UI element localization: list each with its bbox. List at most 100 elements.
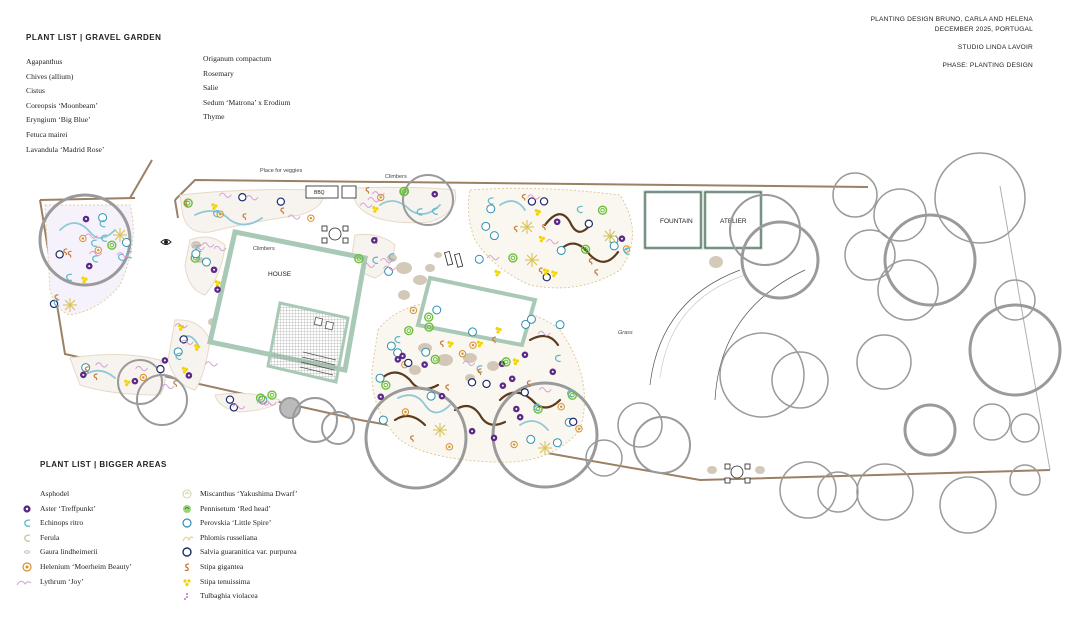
stipa-symbol <box>521 193 526 201</box>
lythrum-symbol <box>245 195 259 201</box>
perovskia-symbol <box>384 266 394 276</box>
dots-symbol <box>476 340 484 348</box>
climbers-house-label: Climbers <box>253 246 275 252</box>
dots-symbol <box>495 326 502 334</box>
dots-symbol <box>211 203 218 210</box>
echinops-icon <box>24 519 31 528</box>
list-item: Rosemary <box>203 68 234 78</box>
dots-symbol <box>124 379 131 387</box>
legend-label: Aster ‘Treffpunkt’ <box>40 503 96 513</box>
dots-symbol <box>194 344 201 351</box>
miscanthus-symbol <box>538 441 552 455</box>
echinops-symbol <box>487 197 494 205</box>
stipa-symbol <box>365 186 370 194</box>
plant-drifts <box>378 213 620 427</box>
pennisetum-icon <box>183 504 191 513</box>
pennisetum-symbol <box>533 404 543 414</box>
perovskia-symbol <box>468 327 478 337</box>
legend-label: Salvia guaranitica var. purpurea <box>200 547 297 557</box>
stipa-symbol <box>594 269 599 277</box>
list-item: Chives (allium) <box>26 71 74 81</box>
atelier-building <box>703 190 763 250</box>
helenium-symbol <box>79 234 87 243</box>
list-item: Origanum compactum <box>203 54 272 63</box>
salvia-symbol <box>539 197 549 206</box>
lythrum-symbol <box>174 323 188 329</box>
aster-symbol <box>490 434 498 442</box>
dots-symbol <box>538 235 545 243</box>
stipa-symbol <box>492 336 496 344</box>
pennisetum-symbol <box>267 390 277 400</box>
aster-symbol <box>431 190 439 198</box>
salvia-symbol <box>527 197 537 206</box>
title-block: PLANTING DESIGN BRUNO, CARLA AND HELENA … <box>871 15 1033 71</box>
lythrum-symbol <box>486 255 500 261</box>
aster-symbol <box>499 382 507 389</box>
legend-label: Stipa tenuissima <box>200 576 250 586</box>
salvia-symbol <box>156 364 165 374</box>
plant-symbols <box>49 186 631 455</box>
perovskia-symbol <box>521 319 531 329</box>
aster-symbol <box>377 393 385 401</box>
pennisetum-symbol <box>501 357 511 367</box>
echinops-symbol <box>388 252 395 261</box>
stipa-symbol <box>410 435 414 443</box>
perovskia-symbol <box>555 320 565 330</box>
lythrum-symbol <box>135 365 149 372</box>
perovskia-symbol <box>426 391 436 401</box>
echinops-symbol <box>91 239 97 247</box>
lythrum-symbol <box>192 245 205 251</box>
helenium-symbol <box>401 408 410 416</box>
salvia-symbol <box>238 193 247 202</box>
echinops-symbol <box>195 244 202 253</box>
pennisetum-symbol <box>508 253 518 263</box>
lythrum-symbol <box>367 197 381 203</box>
aster-symbol <box>513 405 520 413</box>
legend-label: Miscanthus ‘Yakushima Dwarf’ <box>200 489 298 498</box>
pennisetum-symbol <box>424 322 434 332</box>
swimming-pool <box>415 275 538 348</box>
aster-symbol <box>516 413 524 421</box>
helenium-symbol <box>469 341 477 349</box>
aster-symbol <box>131 377 139 385</box>
climbers-top-label: Climbers <box>385 174 407 180</box>
eye-icon <box>160 239 172 245</box>
blue-drifts <box>59 200 549 431</box>
tulbaghia-icon <box>184 593 188 601</box>
stipa-symbol <box>445 384 450 392</box>
helenium-symbol <box>510 440 518 449</box>
stipa-gigantea-icon <box>184 563 190 572</box>
perovskia-symbol <box>474 254 484 264</box>
echinops-symbol <box>394 335 401 344</box>
dots-symbol <box>181 366 189 374</box>
perovskia-symbol <box>386 341 396 351</box>
pennisetum-symbol <box>255 393 266 403</box>
lythrum-symbol <box>89 250 103 257</box>
salvia-symbol <box>542 273 551 282</box>
salvia-symbol <box>229 403 239 412</box>
bigger-areas-title: PLANT LIST | BIGGER AREAS <box>40 460 167 469</box>
helenium-symbol <box>377 193 385 202</box>
perovskia-symbol <box>481 221 491 231</box>
aster-icon <box>23 504 31 513</box>
lythrum-symbol <box>546 239 559 245</box>
echinops-symbol <box>66 273 72 282</box>
stipa-symbol <box>173 380 178 387</box>
lythrum-symbol <box>161 383 175 390</box>
stipa-symbol <box>84 366 89 374</box>
pennisetum-symbol <box>597 205 608 215</box>
echinops-symbol <box>533 403 540 411</box>
lythrum-symbol <box>201 242 215 248</box>
echinops-symbol <box>554 354 561 363</box>
perovskia-symbol <box>556 245 566 255</box>
aster-symbol <box>394 356 402 363</box>
house-label: HOUSE <box>268 271 292 278</box>
perovskia-symbol <box>173 347 183 357</box>
aster-symbol <box>80 371 87 379</box>
salvia-symbol <box>520 388 529 397</box>
atelier-label: ATELIER <box>720 218 747 225</box>
fountain-label: FOUNTAIN <box>660 218 693 225</box>
echinops-symbol <box>175 352 182 361</box>
helenium-symbol <box>445 443 454 451</box>
perovskia-symbol <box>378 415 388 425</box>
